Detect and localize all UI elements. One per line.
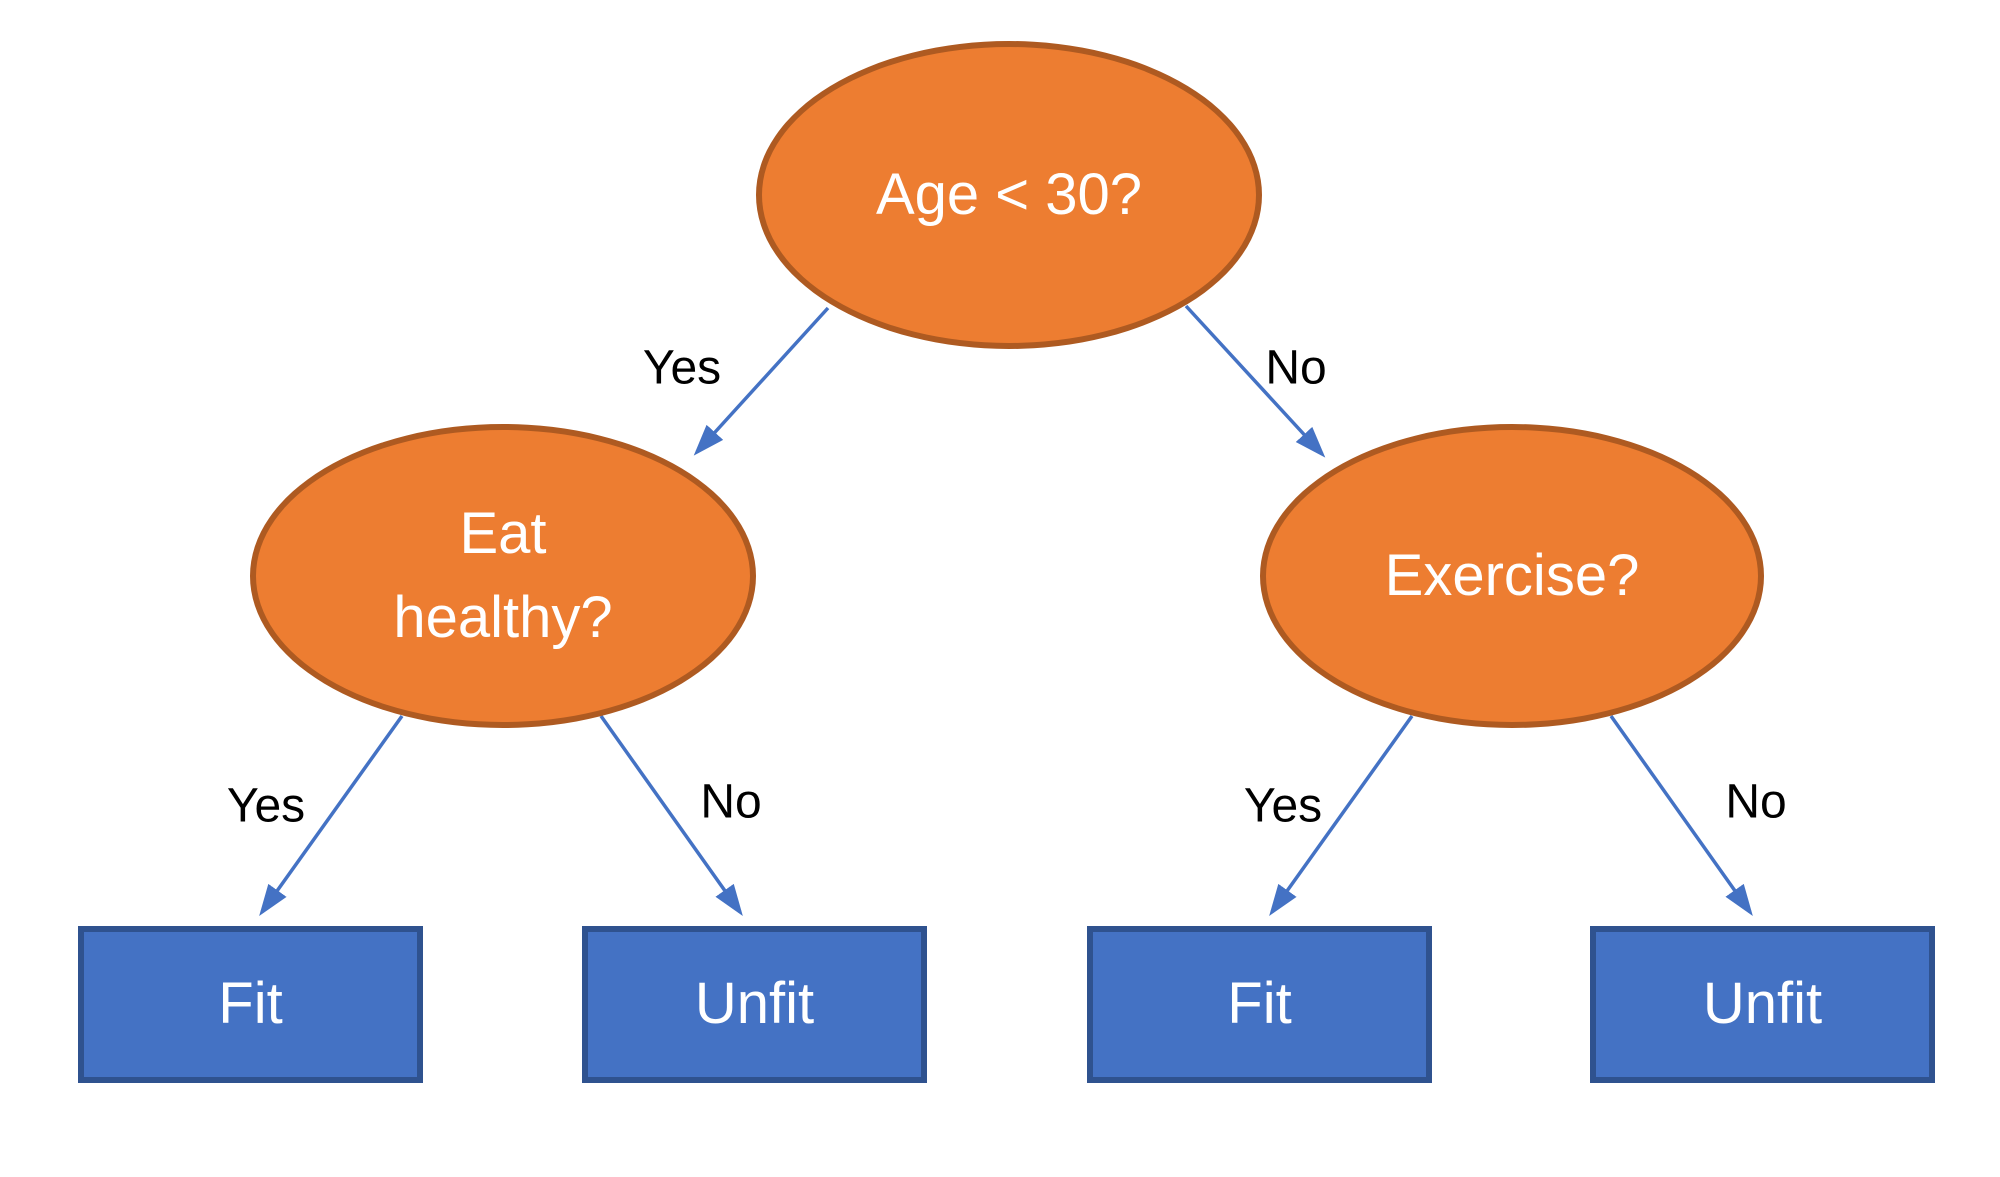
edge-eat-no-arrow <box>599 714 743 916</box>
leaf-node-fit-left: Fit <box>78 926 423 1083</box>
decision-node-exercise: Exercise? <box>1260 424 1764 728</box>
leaf-node-fit-right-label: Fit <box>1227 971 1292 1037</box>
leaf-node-unfit-left: Unfit <box>582 926 927 1083</box>
leaf-node-unfit-right-label: Unfit <box>1702 971 1823 1037</box>
edge-label-eat-yes: Yes <box>226 779 306 833</box>
decision-node-age: Age < 30? <box>756 41 1262 349</box>
edge-label-exercise-no: No <box>1725 775 1787 829</box>
edge-label-root-no: No <box>1265 341 1327 395</box>
leaf-node-unfit-left-label: Unfit <box>694 971 815 1037</box>
edge-root-no-arrow <box>1184 304 1326 458</box>
edge-exercise-yes-arrow <box>1269 714 1414 916</box>
decision-node-eat-healthy: Eat healthy? <box>250 424 756 728</box>
edge-label-root-yes: Yes <box>642 341 722 395</box>
edge-root-yes-arrow <box>693 306 830 456</box>
decision-node-age-label: Age < 30? <box>875 161 1143 227</box>
leaf-node-unfit-right: Unfit <box>1590 926 1935 1083</box>
edge-eat-yes-arrow <box>259 714 404 916</box>
leaf-node-fit-right: Fit <box>1087 926 1432 1083</box>
decision-node-exercise-label: Exercise? <box>1384 542 1640 608</box>
decision-node-eat-healthy-label: Eat healthy? <box>393 500 613 650</box>
leaf-node-fit-left-label: Fit <box>218 971 283 1037</box>
edge-exercise-no-arrow <box>1609 714 1753 916</box>
edge-label-exercise-yes: Yes <box>1243 779 1323 833</box>
edge-label-eat-no: No <box>700 775 762 829</box>
